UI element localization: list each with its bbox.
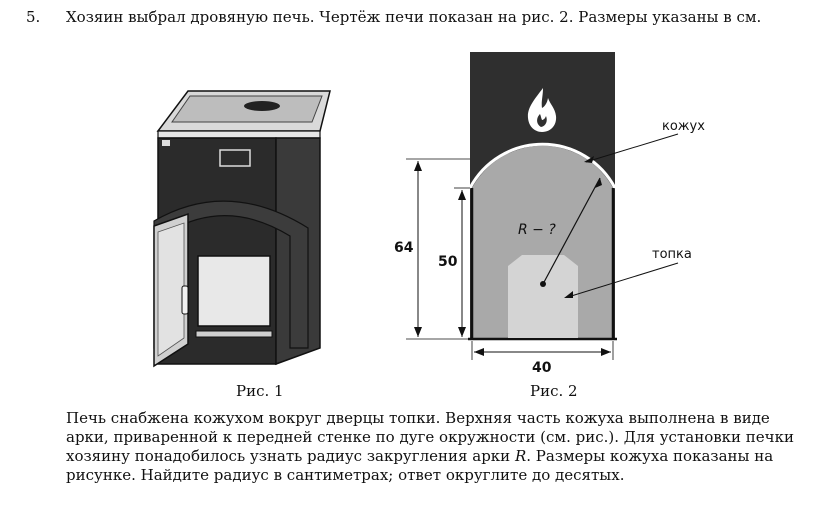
- description-line: Печь снабжена кожухом вокруг дверцы топк…: [66, 409, 770, 427]
- figure2-caption: Рис. 2: [530, 382, 578, 400]
- description-line: арки, приваренной к передней стенке по д…: [66, 428, 794, 446]
- stove-label-tag: [162, 140, 170, 146]
- stove-top-inset: [171, 95, 323, 123]
- stove-top-edge: [157, 130, 321, 139]
- figure1-caption: Рис. 1: [236, 382, 284, 400]
- flame-icon: [527, 88, 557, 132]
- stove-illustration: [153, 90, 331, 368]
- stove-drawing: R − ? кожух топка 64 50 40: [394, 52, 705, 376]
- dim-label-64: 64: [394, 240, 414, 256]
- ash-tray-slot: [195, 330, 273, 338]
- firebox-leader-line: [567, 262, 679, 298]
- description-line: хозяину понадобилось узнать радиус закру…: [66, 447, 774, 465]
- casing-label: кожух: [662, 119, 705, 134]
- problem-description: Печь снабжена кожухом вокруг дверцы топк…: [66, 409, 794, 485]
- problem-number: 5.: [26, 8, 41, 26]
- firebox-opening: [197, 255, 271, 327]
- radius-line: [542, 177, 601, 285]
- description-line: рисунке. Найдите радиус в сантиметрах; о…: [66, 466, 625, 484]
- door-handle: [181, 285, 189, 315]
- casing-leader-line: [585, 133, 679, 163]
- radius-label: R − ?: [518, 222, 556, 238]
- dim-label-40: 40: [532, 360, 552, 376]
- casing-arch-rim: [468, 142, 617, 189]
- dim-label-50: 50: [438, 254, 458, 270]
- firebox-label: топка: [652, 247, 692, 262]
- problem-statement: Хозяин выбрал дровяную печь. Чертёж печи…: [66, 8, 762, 26]
- firebox-shape: [508, 255, 578, 338]
- variable-r: R: [514, 447, 527, 465]
- stove-vent-plate: [219, 149, 251, 167]
- stove-burner: [244, 101, 280, 111]
